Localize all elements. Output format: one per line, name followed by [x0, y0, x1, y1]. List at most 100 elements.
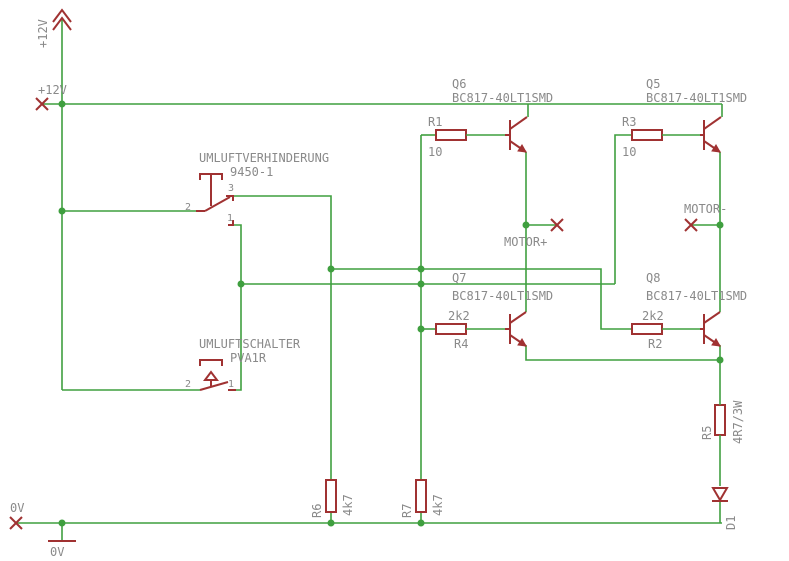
motor-plus-label: MOTOR+: [504, 235, 547, 249]
ground-symbol: 0V: [48, 540, 76, 559]
resistor-r1: R1 10: [428, 115, 505, 159]
q8-name: Q8: [646, 271, 660, 285]
r6-name: R6: [310, 504, 324, 518]
s2-pin-b: 1: [228, 379, 234, 390]
q6-collector: [509, 116, 528, 130]
resistor-r2: 2k2 R2: [631, 309, 700, 351]
rail-12v-label: +12V: [38, 83, 67, 97]
arrow-up-icon: [52, 8, 72, 23]
arrow-icon: [711, 338, 721, 347]
supply-top-label: +12V: [36, 19, 50, 48]
resistor-r7: R7 4k7: [400, 479, 445, 518]
q7-value: BC817-40LT1SMD: [452, 289, 553, 303]
wire-s1-pin3: [232, 195, 332, 480]
wire-s1-pin1: [232, 224, 242, 391]
r2-value: 2k2: [642, 309, 664, 323]
s2-blade: [199, 381, 229, 391]
resistor-icon: [325, 479, 337, 513]
motor-plus-terminal: MOTOR+: [504, 218, 564, 249]
junction-dot: [716, 221, 724, 229]
diode-d1: D1: [711, 487, 738, 530]
resistor-icon: [714, 404, 726, 436]
s1-name: UMLUFTVERHINDERUNG: [199, 151, 329, 165]
s1-blade: [204, 196, 231, 212]
resistor-icon: [415, 479, 427, 513]
arrow-icon: [517, 144, 527, 153]
arrow-icon: [517, 338, 527, 347]
resistor-r5: R5 4R7/3W: [700, 395, 745, 445]
wire-r3-feed: [614, 134, 632, 284]
junction-dot: [417, 519, 425, 527]
s2-value: PVA1R: [230, 351, 267, 365]
junction-dot: [327, 265, 335, 273]
cross-icon: [550, 218, 564, 232]
junction-dot: [327, 519, 335, 527]
motor-minus-terminal: MOTOR-: [684, 202, 727, 232]
cross-icon: [9, 516, 23, 530]
ground-label: 0V: [50, 545, 64, 559]
supply-12v-symbol: +12V: [36, 8, 72, 48]
r4-value: 2k2: [448, 309, 470, 323]
r4-name: R4: [454, 337, 468, 351]
junction-dot: [58, 519, 66, 527]
r5-value: 4R7/3W: [731, 400, 745, 444]
junction-dot: [417, 280, 425, 288]
s1-no-contact: [228, 220, 234, 226]
s2-actuator: [199, 359, 223, 366]
junction-dot: [58, 100, 66, 108]
resistor-icon: [631, 129, 663, 141]
q5-collector: [703, 116, 722, 130]
resistor-r4: 2k2 R4: [435, 309, 505, 351]
rail-12v-marker: +12V: [35, 83, 67, 111]
s1-nc-contact: [226, 195, 234, 201]
resistor-icon: [435, 129, 467, 141]
junction-dot: [417, 265, 425, 273]
transistor-q7: Q7 BC817-40LT1SMD: [452, 271, 553, 347]
r7-name: R7: [400, 504, 414, 518]
cross-icon: [35, 97, 49, 111]
r2-name: R2: [648, 337, 662, 351]
arrow-icon: [711, 144, 721, 153]
diode-icon: [711, 487, 729, 502]
q7-name: Q7: [452, 271, 466, 285]
ground-rail-marker: 0V: [9, 501, 24, 530]
s1-pin-common: 2: [185, 202, 191, 213]
cross-icon: [684, 218, 698, 232]
s2-pin-a: 2: [185, 379, 191, 390]
r3-value: 10: [622, 145, 636, 159]
q6-value: BC817-40LT1SMD: [452, 91, 553, 105]
resistor-icon: [631, 323, 663, 335]
resistor-r6: R6 4k7: [310, 479, 355, 518]
transistor-q6: Q6 BC817-40LT1SMD: [452, 77, 553, 153]
wire-r6-node: [331, 268, 632, 330]
switch-umluftschalter: UMLUFTSCHALTER PVA1R 2 1: [185, 337, 301, 391]
junction-dot: [716, 356, 724, 364]
s2-push-icon: [203, 370, 219, 381]
motor-minus-label: MOTOR-: [684, 202, 727, 216]
wire-emitters: [525, 345, 720, 361]
resistor-r3: R3 10: [622, 115, 700, 159]
junction-dot: [237, 280, 245, 288]
r1-value: 10: [428, 145, 442, 159]
r5-name: R5: [700, 426, 714, 440]
s2-name: UMLUFTSCHALTER: [199, 337, 301, 351]
transistor-q5: Q5 BC817-40LT1SMD: [646, 77, 747, 153]
q8-value: BC817-40LT1SMD: [646, 289, 747, 303]
arrow-up-icon: [52, 16, 72, 31]
junction-dot: [522, 221, 530, 229]
s1-value: 9450-1: [230, 165, 273, 179]
switch-umluftverhinderung: UMLUFTVERHINDERUNG 9450-1 2 3 1: [185, 151, 329, 226]
r3-name: R3: [622, 115, 636, 129]
junction-dot: [417, 325, 425, 333]
r7-value: 4k7: [431, 494, 445, 516]
s1-pin-no: 1: [227, 213, 233, 224]
resistor-icon: [435, 323, 467, 335]
wires: [16, 20, 723, 540]
q5-value: BC817-40LT1SMD: [646, 91, 747, 105]
q8-collector: [703, 311, 721, 324]
r1-name: R1: [428, 115, 442, 129]
q7-collector: [509, 311, 527, 324]
junction-dot: [58, 207, 66, 215]
junctions: [58, 100, 724, 527]
